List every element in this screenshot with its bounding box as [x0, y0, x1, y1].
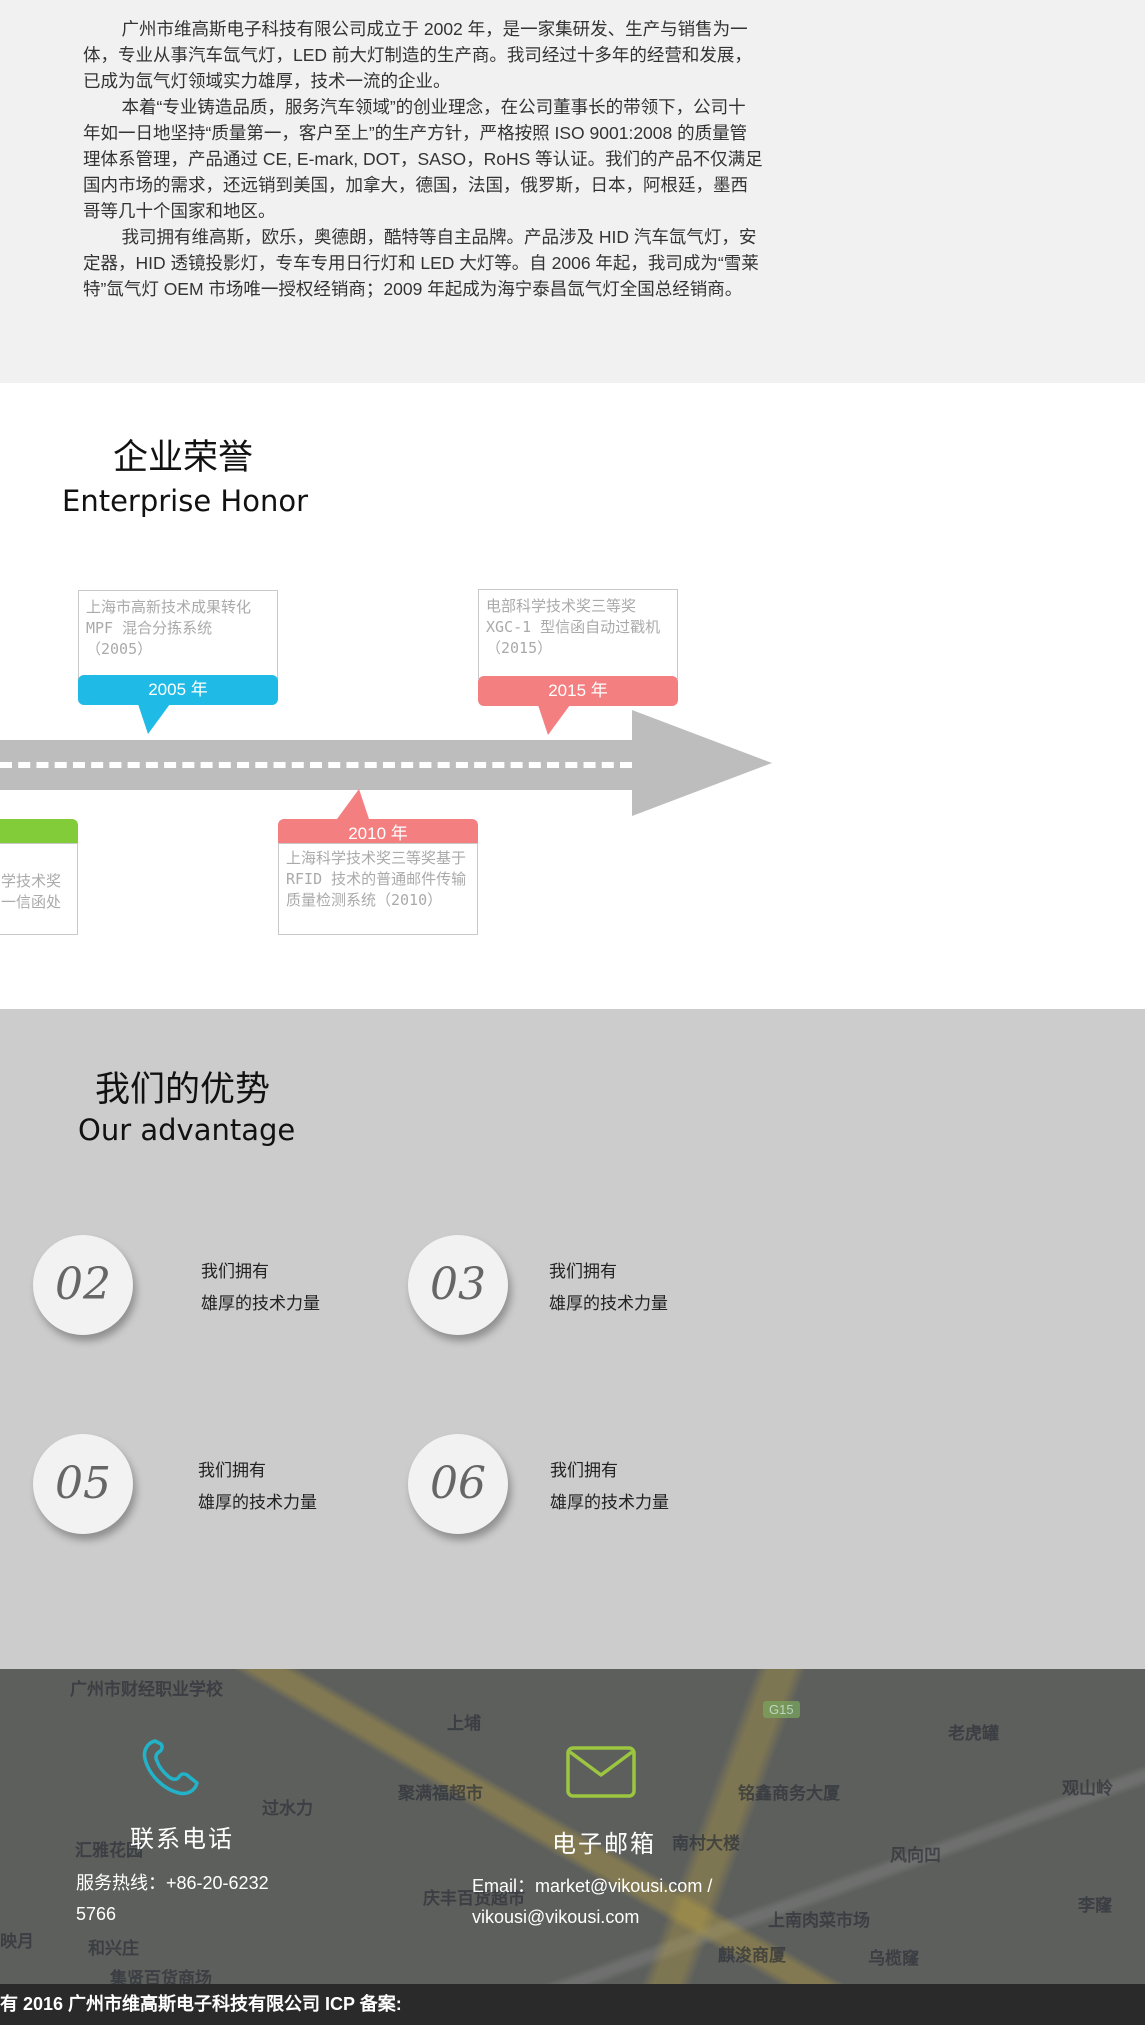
our-advantage-section: 我们的优势 Our advantage 02 我们拥有 雄厚的技术力量 03 我… [0, 1009, 1145, 1669]
timeline-road-dashes [0, 762, 632, 768]
award-text: 学技术奖 一信函处 [1, 872, 62, 911]
award-year-tag-2005: 2005 年 [78, 675, 278, 705]
map-label: 庆丰百货超市 [423, 1889, 525, 1908]
copyright-text: 有 2016 广州市维高斯电子科技有限公司 ICP 备案: [0, 1994, 402, 2014]
advantage-line2: 雄厚的技术力量 [550, 1493, 669, 1512]
email-address-text[interactable]: Email：market@vikousi.com / vikousi@vikou… [472, 1876, 713, 1927]
intro-paragraph: 本着“专业铸造品质，服务汽车领域”的创业理念，在公司董事长的带领下，公司十年如一… [83, 97, 763, 221]
advantage-line1: 我们拥有 [201, 1262, 269, 1281]
intro-paragraph: 广州市维高斯电子科技有限公司成立于 2002 年，是一家集研发、生产与销售为一体… [83, 19, 752, 91]
map-label: 过水力 [262, 1799, 313, 1818]
phone-icon [137, 1735, 203, 1801]
intro-paragraph: 我司拥有维高斯，欧乐，奥德朗，酷特等自主品牌。产品涉及 HID 汽车氙气灯，安定… [83, 227, 759, 299]
award-pointer-2005 [138, 704, 170, 734]
advantage-number-badge: 05 [33, 1434, 133, 1534]
advantage-number-badge: 06 [408, 1434, 508, 1534]
company-intro-section: 广州市维高斯电子科技有限公司成立于 2002 年，是一家集研发、生产与销售为一体… [0, 0, 1145, 383]
award-card-2015: 电部科学技术奖三等奖 XGC-1 型信函自动过戳机（2015） [478, 589, 678, 679]
contact-section: 广州市财经职业学校 上埔 过水力 聚满福超市 铭鑫商务大厦 老虎罐 观山岭 汇雅… [0, 1669, 1145, 1984]
award-card-2005: 上海市高新技术成果转化 MPF 混合分拣系统（2005） [78, 590, 278, 680]
map-label: 和兴庄 [88, 1939, 139, 1958]
map-label: 李窿 [1078, 1896, 1112, 1915]
advantage-line2: 雄厚的技术力量 [201, 1294, 320, 1313]
map-label: 麒浚商厦 [718, 1946, 786, 1965]
copyright-footer: 有 2016 广州市维高斯电子科技有限公司 ICP 备案: [0, 1984, 1145, 2025]
honor-title-en: Enterprise Honor [62, 484, 308, 518]
award-card-partial: 学技术奖 一信函处 [0, 843, 78, 935]
map-label: 上埔 [447, 1714, 481, 1733]
advantage-item-text: 我们拥有 雄厚的技术力量 [198, 1455, 317, 1519]
advantage-line2: 雄厚的技术力量 [198, 1493, 317, 1512]
envelope-icon [565, 1745, 637, 1799]
advantage-line1: 我们拥有 [198, 1461, 266, 1480]
award-text: 上海市高新技术成果转化 MPF 混合分拣系统（2005） [86, 598, 252, 658]
phone-number-text[interactable]: 服务热线：+86-20-6232 5766 [76, 1873, 269, 1924]
award-pointer-2010 [337, 789, 369, 819]
award-year-tag-2015: 2015 年 [478, 676, 678, 706]
advantage-line2: 雄厚的技术力量 [549, 1294, 668, 1313]
map-label: 风向凹 [890, 1846, 941, 1865]
map-label: 广州市财经职业学校 [70, 1680, 223, 1699]
advantage-number-badge: 02 [33, 1235, 133, 1335]
advantage-line1: 我们拥有 [550, 1461, 618, 1480]
advantage-number-badge: 03 [408, 1235, 508, 1335]
map-label: 上南肉菜市场 [768, 1911, 870, 1930]
map-label: 汇雅花园 [75, 1841, 143, 1860]
timeline-arrow-head-icon [632, 710, 772, 816]
map-label: 观山岭 [1062, 1779, 1113, 1798]
advantage-line1: 我们拥有 [549, 1262, 617, 1281]
award-card-2010: 上海科学技术奖三等奖基于 RFID 技术的普通邮件传输质量检测系统（2010） [278, 843, 478, 935]
map-label: 集贤百货商场 [110, 1969, 212, 1984]
award-text: 上海科学技术奖三等奖基于 RFID 技术的普通邮件传输质量检测系统（2010） [286, 849, 467, 909]
map-label: 南村大楼 [672, 1834, 740, 1853]
map-label: 老虎罐 [948, 1724, 999, 1743]
advantage-title-en: Our advantage [78, 1113, 296, 1147]
advantage-item-text: 我们拥有 雄厚的技术力量 [550, 1455, 669, 1519]
award-pointer-2015 [538, 705, 570, 735]
company-intro-text: 广州市维高斯电子科技有限公司成立于 2002 年，是一家集研发、生产与销售为一体… [83, 16, 763, 302]
map-label: 聚满福超市 [398, 1784, 483, 1803]
advantage-item-text: 我们拥有 雄厚的技术力量 [201, 1256, 320, 1320]
phone-title: 联系电话 [130, 1825, 234, 1853]
advantage-item-text: 我们拥有 雄厚的技术力量 [549, 1256, 668, 1320]
map-label: 映月 [0, 1932, 34, 1951]
honor-title-cn: 企业荣誉 [113, 438, 254, 478]
map-label: 乌榄窿 [868, 1949, 919, 1968]
map-label: 铭鑫商务大厦 [738, 1784, 840, 1803]
advantage-title-cn: 我们的优势 [95, 1070, 271, 1110]
award-text: 电部科学技术奖三等奖 XGC-1 型信函自动过戳机（2015） [486, 597, 661, 657]
enterprise-honor-section: 企业荣誉 Enterprise Honor 上海市高新技术成果转化 MPF 混合… [0, 383, 1145, 1009]
map-highway-badge: G15 [763, 1701, 800, 1718]
email-title: 电子邮箱 [552, 1830, 656, 1858]
